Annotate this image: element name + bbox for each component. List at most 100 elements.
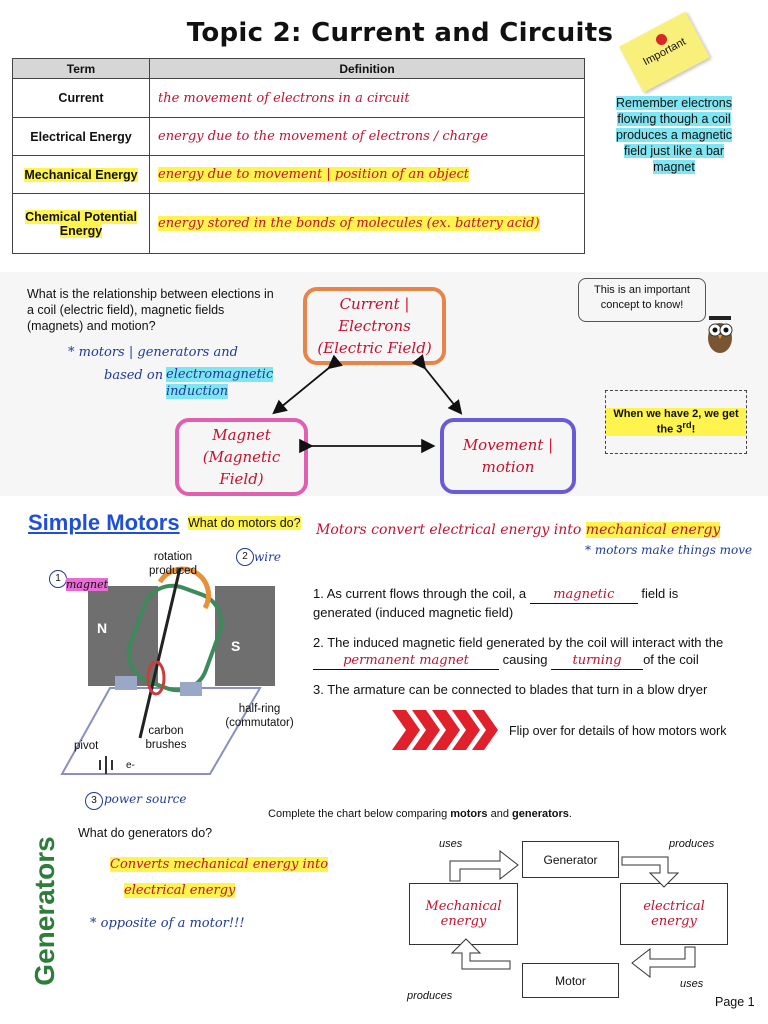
term-mechanical: Mechanical Energy [24, 167, 138, 182]
step2-mid: causing [502, 652, 548, 667]
carbon-brushes-label: carbon brushes [145, 725, 187, 751]
step2-b: of the coil [643, 652, 699, 667]
relationship-section [0, 272, 768, 496]
generators-answer-b: electrical energy [124, 883, 236, 898]
term-cell: Electrical Energy [12, 117, 150, 156]
remember-note: Remember electrons flowing though a coil… [604, 95, 744, 175]
term-cell: Chemical Potential Energy [12, 193, 150, 254]
number-3-badge: 3 [85, 792, 103, 810]
flow-arrows [449, 849, 696, 979]
table-row: Chemical Potential Energy energy stored … [12, 193, 585, 254]
number-2-badge: 2 [236, 548, 254, 566]
note-line-1: * motors | generators and [68, 345, 238, 360]
owl-teacher-icon [703, 310, 737, 353]
generators-question: What do generators do? [78, 826, 213, 840]
definition-cell: energy due to the movement of electrons … [149, 117, 585, 156]
motors-answer-a: Motors convert electrical energy into [316, 522, 582, 538]
uses-bottom-label: uses [680, 978, 704, 990]
table-row: Current the movement of electrons in a c… [12, 78, 585, 118]
term-cell: Mechanical Energy [12, 155, 150, 194]
compare-instruction: Complete the chart below comparing motor… [0, 808, 768, 820]
power-source-label: power source [104, 792, 187, 806]
node-magnet-line1: Magnet [212, 426, 271, 444]
magnet-label-wrap: magnet [66, 578, 109, 591]
produces-bottom-label: produces [407, 990, 453, 1002]
step2-a: 2. The induced magnetic field generated … [313, 635, 724, 650]
node-movement-line2: motion [481, 458, 535, 476]
node-magnet-line2: (Magnetic Field) [202, 448, 281, 488]
generators-answer-a: Converts mechanical energy into [110, 857, 329, 872]
motors-question-wrap: What do motors do? [188, 516, 301, 530]
wire-label: wire [254, 550, 281, 564]
note-line-2: based on [104, 368, 163, 383]
motor-diagram [40, 548, 300, 788]
motor-box: Motor [522, 963, 619, 998]
motors-answer: Motors convert electrical energy into me… [316, 522, 721, 538]
step1-a: 1. As current flows through the coil, a [313, 586, 527, 601]
mechanical-energy-box: Mechanical energy [409, 883, 518, 945]
pushpin-icon [656, 34, 667, 45]
callout-main: When we have 2, we get the 3 [613, 408, 739, 436]
definition-cell: energy stored in the bonds of molecules … [149, 193, 585, 254]
produces-top-label: produces [669, 838, 715, 850]
terms-table: Term Definition Current the movement of … [12, 58, 585, 254]
table-row: Mechanical Energy energy due to movement… [12, 155, 585, 194]
magnet-s-label: S [231, 638, 241, 654]
callout-text: When we have 2, we get the 3rd! [606, 408, 746, 436]
mech-line1: Mechanical [425, 899, 502, 914]
term-header: Term [12, 58, 150, 79]
callout-end: ! [691, 423, 696, 436]
node-current-line2: (Electric Field) [317, 339, 432, 357]
half-ring-label: half-ring (commutator) [225, 703, 294, 729]
flip-over-note: Flip over for details of how motors work [509, 724, 727, 738]
node-movement: Movement | motion [440, 418, 576, 494]
elec-line1: electrical [643, 899, 705, 914]
step-2: 2. The induced magnetic field generated … [313, 634, 733, 670]
elec-line2: energy [651, 914, 697, 929]
compare-end: . [568, 808, 572, 820]
generators-note: * opposite of a motor!!! [90, 916, 245, 931]
chevron-arrows-icon [392, 710, 498, 750]
term-cell: Current [12, 78, 150, 118]
generators-answer: Converts mechanical energy into electric… [110, 852, 329, 904]
generator-box: Generator [522, 841, 619, 878]
compare-and: and [487, 808, 513, 820]
node-current: Current | Electrons (Electric Field) [303, 287, 446, 365]
note-em-induction: electromagnetic induction [166, 366, 274, 400]
mech-line2: energy [440, 914, 487, 929]
definition-text: energy stored in the bonds of molecules … [158, 216, 540, 231]
page-number: Page 1 [715, 995, 755, 1009]
term-current: Current [58, 91, 104, 105]
dashed-callout: When we have 2, we get the 3rd! [605, 390, 747, 454]
rotation-label: rotation produced [149, 551, 197, 577]
term-electrical: Electrical Energy [30, 129, 132, 144]
node-movement-line1: Movement | [462, 436, 554, 454]
number-1-badge: 1 [49, 570, 67, 588]
definition-cell: the movement of electrons in a circuit [149, 78, 585, 118]
relationship-question: What is the relationship between electio… [27, 287, 274, 333]
definition-cell: energy due to movement | position of an … [149, 155, 585, 194]
electron-label: e- [126, 760, 135, 771]
definition-header: Definition [149, 58, 585, 79]
node-magnet: Magnet (Magnetic Field) [175, 418, 308, 496]
compare-motors: motors [450, 808, 488, 820]
uses-top-label: uses [439, 838, 463, 850]
magnet-label: magnet [66, 578, 109, 591]
motors-question: What do motors do? [188, 516, 301, 530]
node-current-line1: Current | Electrons [338, 295, 411, 335]
step-3: 3. The armature can be connected to blad… [313, 682, 708, 697]
note-based: based on [104, 368, 164, 383]
callout-sup: rd [682, 420, 692, 431]
step-1: 1. As current flows through the coil, a … [313, 585, 733, 621]
step1-b: field is generated (induced magnetic fie… [313, 586, 679, 620]
speech-bubble: This is an important concept to know! [578, 278, 706, 322]
definition-text: energy due to movement | position of an … [158, 167, 470, 182]
step2-fill-2: turning [551, 652, 644, 670]
step1-fill: magnetic [529, 586, 638, 604]
motors-note: * motors make things move [585, 543, 753, 557]
page-title: Topic 2: Current and Circuits [186, 18, 614, 48]
step2-fill-1: permanent magnet [313, 652, 499, 670]
generators-heading: Generators [29, 836, 60, 986]
magnet-n-label: N [97, 620, 108, 636]
